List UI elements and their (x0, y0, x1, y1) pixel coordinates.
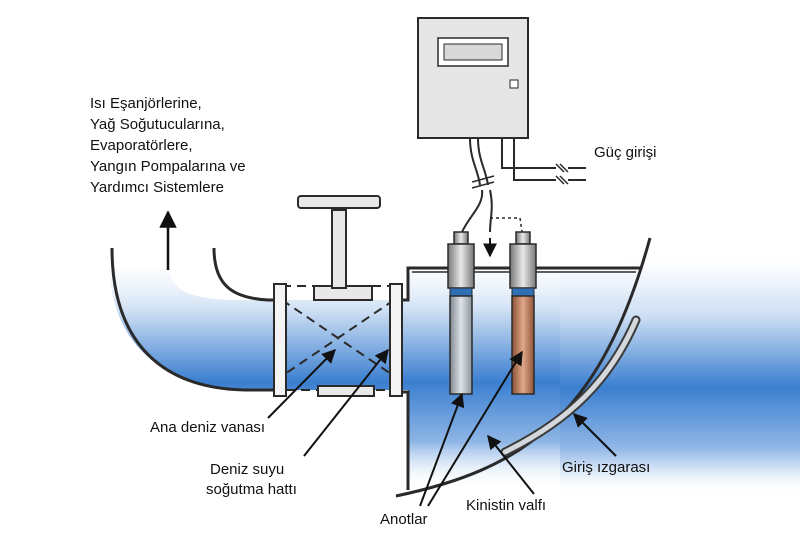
pipe-outer-wall (110, 247, 282, 392)
anode-gray (447, 231, 475, 395)
anode-cables (461, 137, 523, 258)
kingston-valve-leader (487, 434, 535, 495)
destination-line-2: Yağ Soğutucularına, (90, 116, 225, 133)
main-sea-valve-label: Ana deniz vanası (150, 419, 265, 436)
control-panel (417, 17, 529, 139)
inlet-grating-label: Giriş ızgarası (562, 459, 650, 476)
pipe-inner-wall (212, 247, 282, 302)
cooling-line-label-2: soğutma hattı (206, 481, 297, 498)
sea-chest-bottom (402, 390, 410, 490)
main-sea-valve-leader (267, 349, 336, 419)
destinations-text: Isı Eşanjörlerine, Yağ Soğutucularına, E… (90, 95, 246, 196)
anodes-label: Anotlar (380, 511, 428, 528)
power-cables (501, 138, 586, 185)
kingston-valve-label: Kinistin valfı (466, 497, 546, 514)
anodes-leader-1 (419, 392, 465, 507)
destination-line-5: Yardımcı Sistemlere (90, 179, 224, 196)
cooling-line-leader (303, 348, 389, 457)
power-input-label: Güç girişi (594, 144, 657, 161)
destination-line-4: Yangın Pompalarına ve (90, 158, 246, 175)
main-sea-valve (273, 195, 403, 397)
destination-line-3: Evaporatörlere, (90, 137, 193, 154)
anode-copper (509, 231, 537, 395)
cooling-line-label-1: Deniz suyu (210, 461, 284, 478)
inlet-grating-leader (573, 413, 617, 457)
anodes-leader-2 (427, 350, 523, 507)
destination-line-1: Isı Eşanjörlerine, (90, 95, 202, 112)
